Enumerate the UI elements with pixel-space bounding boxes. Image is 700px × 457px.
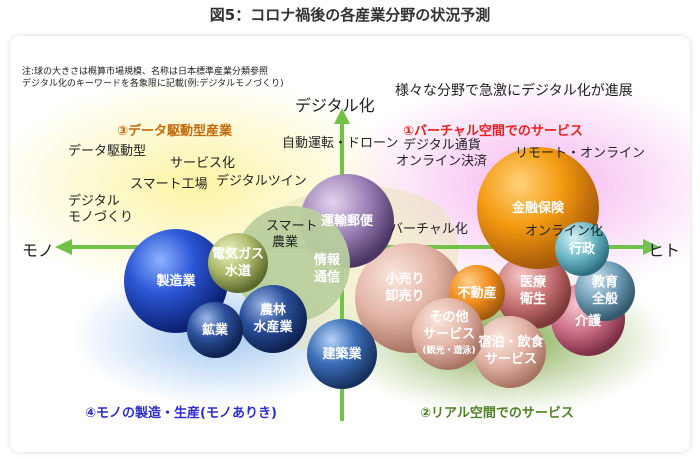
label-construction: 建築業	[322, 346, 362, 362]
label-medical: 医療衛生	[519, 275, 546, 307]
quadrant-title-3: ③データ駆動型産業	[117, 124, 233, 139]
label-agri: 農林水産業	[253, 303, 293, 335]
keyword-online-payment: オンライン決済	[396, 154, 488, 169]
axis-label-right: ヒト	[648, 241, 681, 260]
quadrant-title-1: ①バーチャル空間でのサービス	[403, 124, 583, 139]
bubble-mining	[187, 302, 243, 358]
keyword-digital-twin: デジタルツイン	[216, 174, 307, 189]
quadrant-title-4: ④モノの製造・生産(モノありき)	[85, 406, 277, 421]
left-arrowhead-icon	[55, 239, 72, 255]
bubble-government	[555, 222, 609, 276]
label-care: 介護	[574, 313, 601, 329]
label-education: 教育全般	[591, 275, 618, 307]
keyword-data-driven: データ駆動型	[68, 144, 147, 159]
label-transport: 運輸郵便	[320, 213, 373, 229]
label-government: 行政	[568, 241, 595, 257]
keyword-digital-mono-2: モノづくり	[68, 210, 134, 225]
keyword-auto-drone: 自動運転・ドローン	[282, 136, 399, 151]
label-manufacturing: 製造業	[156, 273, 196, 289]
keyword-service-ka: サービス化	[170, 156, 236, 171]
keyword-virtual-ka: バーチャル化	[390, 222, 468, 237]
label-retail: 小売り卸売り	[385, 272, 425, 304]
label-mining: 鉱業	[201, 322, 228, 338]
keyword-digital-mono-1: デジタル	[68, 194, 120, 209]
bubble-education	[575, 261, 635, 321]
right-arrowhead-icon	[643, 239, 660, 255]
bubble-construction	[307, 319, 377, 389]
label-lodging: 宿泊・飲食サービス	[478, 335, 544, 367]
label-info: 情報通信	[313, 253, 340, 285]
up-arrowhead-icon	[334, 108, 350, 124]
bubble-lodging	[474, 316, 546, 388]
keyword-online-ka: オンライン化	[525, 224, 604, 239]
diagram-background	[10, 76, 690, 421]
keyword-digital-currency: デジタル通貨	[403, 138, 481, 153]
label-finance: 金融保険	[511, 200, 564, 216]
keyword-remote-online: リモート・オンライン	[515, 146, 646, 161]
label-realestate: 不動産	[457, 285, 497, 301]
quadrant-title-2: ②リアル空間でのサービス	[420, 406, 574, 421]
diagram-panel: 注:球の大きさは概算市場規模、名称は日本標準産業分類参照 デジタル化のキーワード…	[10, 36, 690, 452]
figure-title: 図5：コロナ禍後の各産業分野の状況予測	[209, 6, 491, 24]
label-utilities: 電気ガス水道	[211, 247, 264, 279]
label-other-service: その他サービス(観光・遊泳)	[422, 309, 476, 356]
axis-label-top: デジタル化	[295, 96, 375, 115]
keyword-smart-agri-2: 農業	[272, 235, 299, 250]
bubble-medical	[495, 253, 571, 329]
axis-subtitle: 様々な分野で急激にデジタル化が進展	[395, 83, 633, 99]
keyword-smart-factory: スマート工場	[130, 177, 208, 192]
axis-label-left: モノ	[22, 241, 55, 260]
note-line-1: 注:球の大きさは概算市場規模、名称は日本標準産業分類参照	[22, 67, 269, 77]
note-line-2: デジタル化のキーワードを各象限に記載(例:デジタルモノづくり)	[22, 79, 284, 89]
bubble-other-service	[412, 298, 484, 370]
keyword-smart-agri-1: スマート	[266, 219, 318, 234]
bubble-agri	[239, 285, 307, 353]
bubble-utilities	[208, 233, 268, 293]
